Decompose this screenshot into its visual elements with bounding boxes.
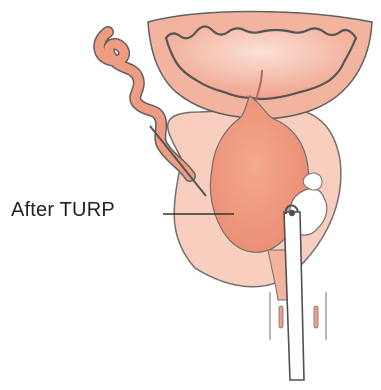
resectoscope: [284, 205, 304, 380]
sphincter-right: [314, 306, 318, 328]
sphincter-left: [279, 306, 283, 328]
after-turp-label: After TURP: [11, 199, 115, 222]
